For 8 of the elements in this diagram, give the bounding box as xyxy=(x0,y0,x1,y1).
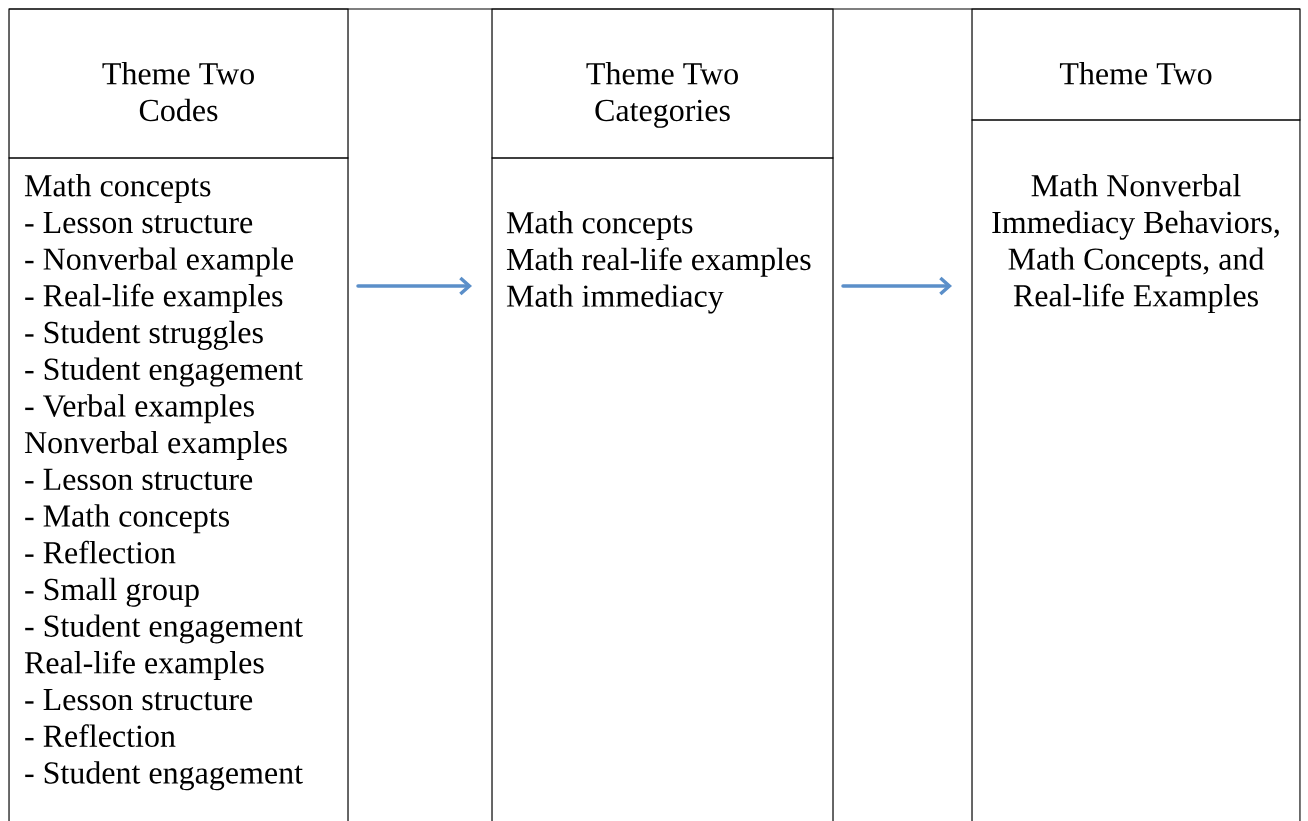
header-cell: Theme Two Categories xyxy=(491,8,834,159)
header-cell: Theme Two Codes xyxy=(8,8,349,159)
arrow xyxy=(356,276,472,296)
table-cell: Math concepts Math real-life examples Math immediacy xyxy=(491,157,834,821)
table-cell: Math Nonverbal Immediacy Behaviors, Math Concepts, and Real-life Examples xyxy=(971,119,1301,821)
table-cell: Math concepts - Lesson structure - Nonverbal example - Real-life examples - Student struggles - Student engagement - Verbal examples Nonverbal examples - Lesson structure - Math concepts - Reflection - Small group - Student engagement Real-life examples - Lesson structure - Reflection - Student engagement xyxy=(8,157,349,821)
arrow xyxy=(841,276,952,296)
header-cell: Theme Two xyxy=(971,8,1301,121)
